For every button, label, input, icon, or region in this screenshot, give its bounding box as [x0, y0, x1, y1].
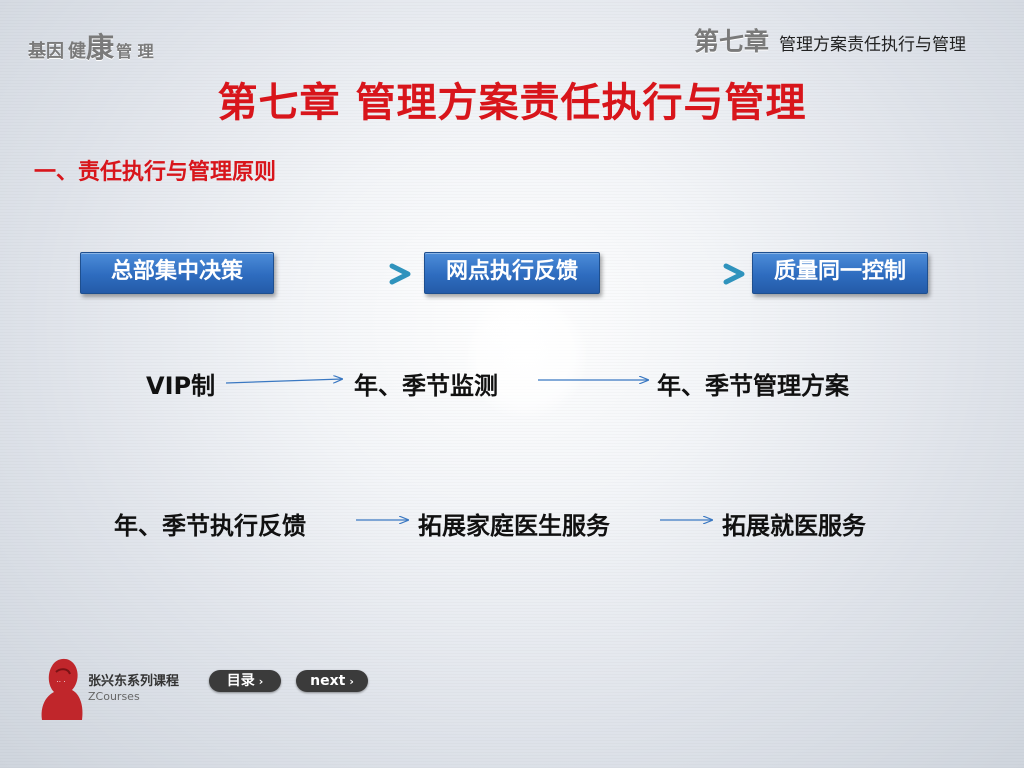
thick-arrow-2: [615, 263, 745, 285]
box-quality-control: 质量同一控制: [752, 252, 928, 294]
brand-part-1: 基因: [28, 41, 64, 62]
thick-arrow-1: [281, 263, 411, 285]
svg-text:·· ·: ·· ·: [57, 678, 66, 686]
flow-annual-plan: 年、季节管理方案: [657, 372, 849, 400]
brand-part-2: 健: [68, 41, 86, 62]
chevron-right-icon: ›: [349, 675, 354, 688]
chapter-number: 第七章: [693, 27, 769, 56]
chapter-name: 管理方案责任执行与管理: [779, 35, 966, 55]
course-series: 张兴东系列课程 ZCourses: [88, 670, 179, 703]
flow-family-doctor: 拓展家庭医生服务: [418, 512, 610, 540]
series-name-cn: 张兴东系列课程: [88, 674, 180, 689]
slide-title: 第七章 管理方案责任执行与管理: [217, 80, 807, 126]
brand-logo-text: 基因健康管 理: [28, 26, 154, 66]
next-button[interactable]: next›: [296, 670, 368, 692]
box-branch-feedback: 网点执行反馈: [424, 252, 600, 294]
flow-medical-service: 拓展就医服务: [722, 512, 866, 540]
section-heading: 一、责任执行与管理原则: [34, 160, 277, 185]
brand-part-4: 管 理: [116, 42, 154, 61]
thin-arrow-1: [225, 379, 342, 384]
chapter-header: 第七章 管理方案责任执行与管理: [694, 22, 966, 58]
flow-annual-feedback: 年、季节执行反馈: [114, 512, 306, 540]
box-hq-decision: 总部集中决策: [80, 252, 274, 294]
flow-vip: VIP制: [146, 372, 216, 400]
presenter-portrait-icon: ·· ·: [41, 658, 83, 720]
next-button-label: next: [310, 673, 346, 689]
contents-button-label: 目录: [226, 673, 255, 689]
chevron-right-icon: ›: [258, 675, 264, 688]
series-name-en: ZCourses: [88, 690, 140, 703]
center-glow: [463, 296, 589, 418]
flow-annual-monitoring: 年、季节监测: [354, 372, 498, 400]
brand-part-3: 康: [86, 31, 115, 64]
contents-button[interactable]: 目录›: [209, 670, 281, 692]
